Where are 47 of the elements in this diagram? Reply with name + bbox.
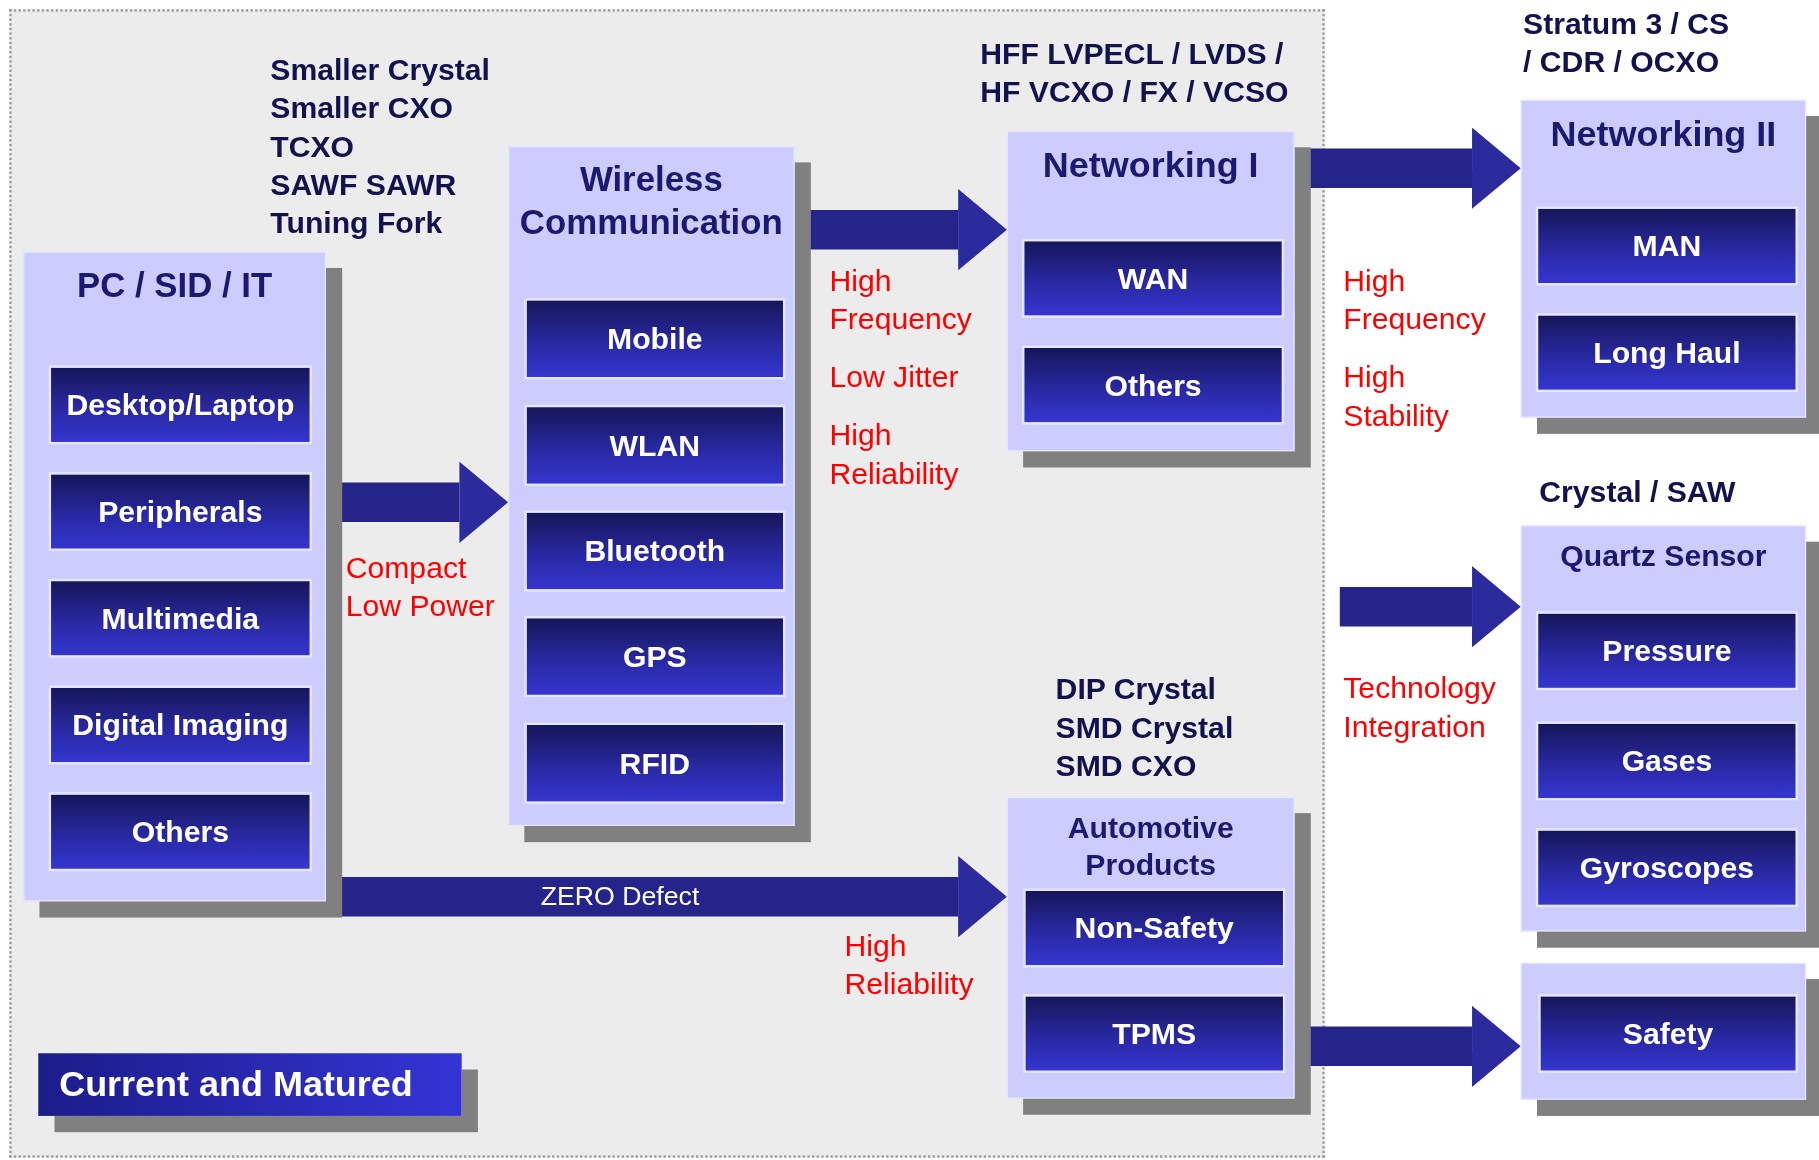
application-box: Long Haul xyxy=(1535,313,1798,393)
application-box: Gases xyxy=(1535,721,1798,801)
application-box: Mobile xyxy=(524,298,786,380)
feature-note: High Frequency xyxy=(1343,262,1487,339)
panel-title: Wireless Communication xyxy=(518,159,784,243)
product-note: Smaller Crystal xyxy=(270,51,491,89)
spec-note: HFF LVPECL / LVDS / HF VCXO / FX / VCSO xyxy=(980,34,1290,112)
spec-note: Stratum 3 / CS / CDR / OCXO xyxy=(1523,4,1731,81)
application-box: Gyroscopes xyxy=(1535,828,1798,908)
feature-note: High Frequency xyxy=(829,262,973,339)
feature-note: Technology Integration xyxy=(1343,669,1497,746)
feature-note: Compact Low Power xyxy=(345,548,496,625)
application-box: Digital Imaging xyxy=(48,685,313,765)
block-arrow xyxy=(1339,566,1521,648)
application-box: Pressure xyxy=(1535,611,1798,691)
spec-note: SMD Crystal xyxy=(1055,708,1235,747)
application-box: Peripherals xyxy=(48,472,313,551)
application-box: Desktop/Laptop xyxy=(48,365,313,445)
feature-note: High Reliability xyxy=(844,927,975,1004)
spec-note: Crystal / SAW xyxy=(1539,473,1737,512)
application-box: Others xyxy=(1021,345,1285,425)
spec-note: DIP Crystal xyxy=(1055,670,1217,709)
product-note: TCXO xyxy=(270,127,356,166)
feature-note: High Reliability xyxy=(829,416,960,493)
product-note: SAWF SAWR xyxy=(270,166,458,204)
product-note: Smaller CXO xyxy=(270,89,454,128)
panel-title: Networking I xyxy=(1041,144,1260,188)
application-box: Bluetooth xyxy=(524,510,786,592)
application-box: WLAN xyxy=(524,404,786,487)
panel-title: Quartz Sensor xyxy=(1559,538,1768,576)
application-box: TPMS xyxy=(1023,994,1286,1073)
application-box: Non-Safety xyxy=(1023,888,1286,968)
application-box: Others xyxy=(48,792,313,872)
panel-title: PC / SID / IT xyxy=(75,264,274,306)
application-box: RFID xyxy=(524,722,786,804)
application-box: WAN xyxy=(1021,238,1285,318)
application-box: GPS xyxy=(524,615,786,698)
product-note: Tuning Fork xyxy=(270,204,444,243)
application-box: MAN xyxy=(1535,206,1798,286)
spec-note: SMD CXO xyxy=(1055,747,1198,786)
feature-note: Low Jitter xyxy=(829,358,960,397)
panel-title: Networking II xyxy=(1549,112,1778,157)
edge-label: ZERO Defect xyxy=(540,881,700,913)
application-box: Safety xyxy=(1538,994,1798,1073)
panel-title: Automotive Products xyxy=(1066,809,1235,884)
application-box: Multimedia xyxy=(48,578,313,658)
feature-note: High Stability xyxy=(1343,358,1450,435)
